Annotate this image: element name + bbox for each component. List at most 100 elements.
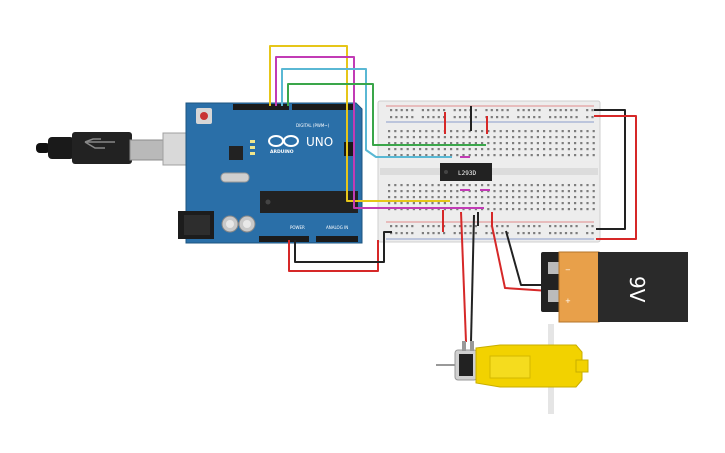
analog-header <box>316 236 358 242</box>
breadboard-hole <box>493 154 496 157</box>
breadboard-hole <box>580 148 583 151</box>
breadboard-hole <box>474 202 477 205</box>
breadboard-hole <box>425 208 428 211</box>
breadboard-hole <box>450 142 453 145</box>
breadboard-hole <box>533 232 536 235</box>
l293d-ic: L293D <box>440 163 492 181</box>
breadboard-hole <box>437 109 440 112</box>
digital-header-2 <box>292 104 354 110</box>
breadboard-hole <box>524 142 527 145</box>
breadboard-hole <box>549 154 552 157</box>
breadboard-hole <box>505 154 508 157</box>
breadboard-hole <box>405 109 409 112</box>
breadboard-hole <box>533 109 536 112</box>
breadboard-hole <box>536 208 539 211</box>
breadboard-hole <box>586 225 589 228</box>
breadboard-hole <box>524 130 527 133</box>
breadboard-hole <box>474 148 477 151</box>
breadboard-hole <box>462 148 465 151</box>
breadboard-hole <box>499 130 502 133</box>
breadboard-hole <box>421 225 424 228</box>
breadboard-hole <box>469 225 472 228</box>
breadboard-hole <box>518 184 521 187</box>
breadboard-hole <box>481 136 484 139</box>
breadboard-hole <box>561 142 564 145</box>
breadboard-hole <box>527 109 530 112</box>
breadboard-hole <box>530 136 533 139</box>
breadboard-hole <box>567 202 570 205</box>
breadboard-hole <box>425 154 428 157</box>
breadboard-hole <box>431 154 434 157</box>
breadboard-hole <box>512 196 515 199</box>
breadboard-hole <box>586 130 589 133</box>
breadboard-hole <box>443 109 446 112</box>
breadboard-hole <box>425 196 428 199</box>
breadboard-hole <box>524 196 527 199</box>
breadboard-hole <box>490 116 493 119</box>
battery-label: 9V <box>625 276 649 303</box>
breadboard-hole <box>456 154 459 157</box>
breadboard-hole <box>468 208 471 211</box>
arduino-uno-board: ARDUINO UNO DIGITAL (PWM~) POWER ANALOG … <box>178 102 363 244</box>
breadboard-hole <box>493 136 496 139</box>
breadboard-hole <box>559 116 562 119</box>
breadboard-hole <box>518 190 521 193</box>
breadboard-hole <box>419 136 422 139</box>
breadboard-hole <box>474 225 477 228</box>
breadboard-hole <box>524 190 527 193</box>
breadboard-hole <box>450 136 453 139</box>
breadboard-hole <box>564 225 568 228</box>
breadboard-hole <box>462 208 465 211</box>
breadboard-hole <box>487 208 490 211</box>
breadboard-hole <box>505 196 508 199</box>
breadboard-hole <box>474 130 477 133</box>
breadboard-hole <box>474 109 477 112</box>
breadboard-hole <box>524 154 527 157</box>
breadboard-hole <box>555 154 558 157</box>
breadboard-hole <box>499 202 502 205</box>
breadboard-hole <box>574 196 577 199</box>
breadboard-hole <box>412 154 415 157</box>
battery-minus-sign: − <box>565 266 571 274</box>
breadboard-hole <box>543 148 546 151</box>
breadboard-hole <box>462 130 465 133</box>
breadboard-hole <box>499 184 502 187</box>
breadboard-hole <box>580 202 583 205</box>
breadboard-hole <box>450 148 453 151</box>
breadboard-hole <box>388 208 391 211</box>
breadboard-hole <box>400 136 403 139</box>
breadboard-hole <box>530 184 533 187</box>
breadboard-hole <box>487 190 490 193</box>
breadboard-hole <box>419 148 422 151</box>
breadboard-hole <box>406 130 409 133</box>
breadboard-hole <box>468 154 471 157</box>
breadboard-hole <box>419 154 422 157</box>
breadboard-hole <box>561 196 564 199</box>
breadboard-hole <box>501 225 504 228</box>
breadboard-hole <box>406 154 409 157</box>
breadboard-hole <box>395 116 398 119</box>
breadboard-hole <box>580 196 583 199</box>
breadboard-hole <box>506 232 509 235</box>
wire-yellow <box>269 45 450 202</box>
breadboard-hole <box>522 116 525 119</box>
breadboard-hole <box>549 130 552 133</box>
breadboard-hole <box>400 208 403 211</box>
breadboard-hole <box>586 196 589 199</box>
breadboard-hole <box>533 116 536 119</box>
breadboard-hole <box>505 142 508 145</box>
breadboard-hole <box>437 136 440 139</box>
breadboard-hole <box>425 142 428 145</box>
breadboard-hole <box>453 225 456 228</box>
breadboard-hole <box>512 136 515 139</box>
digital-header <box>233 104 289 110</box>
breadboard-hole <box>388 190 391 193</box>
breadboard-hole <box>487 154 490 157</box>
breadboard-hole <box>501 116 504 119</box>
breadboard-hole <box>437 196 440 199</box>
breadboard-hole <box>425 130 428 133</box>
breadboard-hole <box>549 142 552 145</box>
breadboard-hole <box>474 154 477 157</box>
breadboard-hole <box>570 109 573 112</box>
digital-pins-label: DIGITAL (PWM~) <box>296 123 330 128</box>
